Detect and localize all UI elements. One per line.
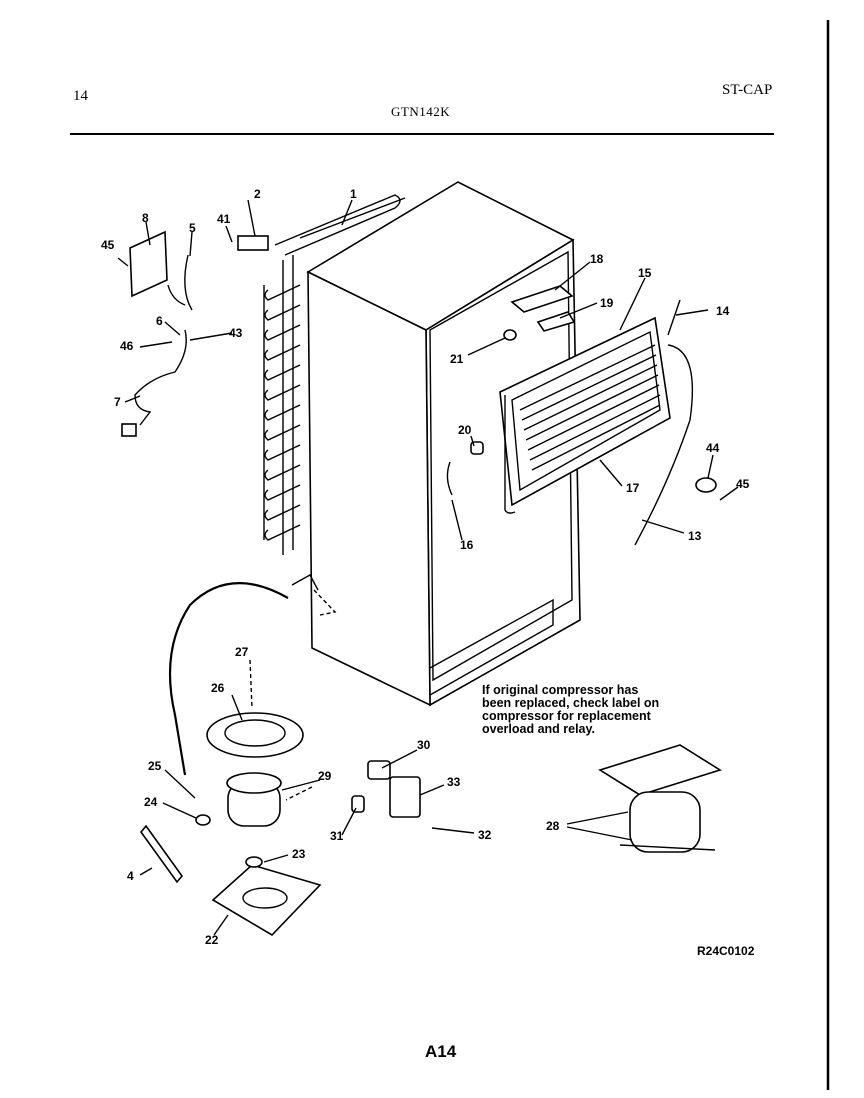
callout-46: 46 bbox=[120, 339, 134, 353]
callout-13: 13 bbox=[688, 529, 702, 543]
compressor-illustration bbox=[139, 712, 722, 937]
callout-2: 2 bbox=[254, 187, 261, 201]
diagram-id: R24C0102 bbox=[697, 944, 755, 958]
callout-27: 27 bbox=[235, 645, 249, 659]
callout-28: 28 bbox=[546, 819, 560, 833]
callout-6: 6 bbox=[156, 314, 163, 328]
note-line: overload and relay. bbox=[482, 722, 596, 736]
callout-44: 44 bbox=[706, 441, 720, 455]
note-line: If original compressor has bbox=[482, 683, 639, 697]
callout-43: 43 bbox=[229, 326, 243, 340]
callout-19: 19 bbox=[600, 296, 614, 310]
callout-32: 32 bbox=[478, 828, 492, 842]
section-code: ST-CAP bbox=[722, 82, 773, 98]
page-number: 14 bbox=[73, 88, 88, 104]
note-line: compressor for replacement bbox=[482, 709, 651, 723]
callout-29: 29 bbox=[318, 769, 332, 783]
callout-33: 33 bbox=[447, 775, 461, 789]
callout-22: 22 bbox=[205, 933, 219, 947]
callout-14: 14 bbox=[716, 304, 730, 318]
cabinet-illustration bbox=[168, 181, 581, 776]
model-number: GTN142K bbox=[391, 104, 451, 119]
callout-30: 30 bbox=[417, 738, 431, 752]
leader-lines bbox=[117, 199, 739, 936]
header-rule bbox=[70, 133, 774, 135]
evaporator-illustration bbox=[499, 299, 694, 546]
callout-45-top: 45 bbox=[101, 238, 115, 252]
callout-45-right: 45 bbox=[736, 477, 750, 491]
callout-23: 23 bbox=[292, 847, 306, 861]
callout-25: 25 bbox=[148, 759, 162, 773]
callout-15: 15 bbox=[638, 266, 652, 280]
callout-7: 7 bbox=[114, 395, 121, 409]
callout-numbers: 1 2 4 5 6 7 8 13 14 15 16 17 18 19 20 21… bbox=[101, 187, 750, 947]
callout-16: 16 bbox=[460, 538, 474, 552]
callout-8: 8 bbox=[142, 211, 149, 225]
callout-26: 26 bbox=[211, 681, 225, 695]
callout-17: 17 bbox=[626, 481, 640, 495]
note-line: been replaced, check label on bbox=[482, 696, 660, 710]
footer-code: A14 bbox=[425, 1042, 457, 1061]
callout-31: 31 bbox=[330, 829, 344, 843]
callout-41: 41 bbox=[217, 212, 231, 226]
callout-4: 4 bbox=[127, 869, 134, 883]
callout-21: 21 bbox=[450, 352, 464, 366]
callout-1: 1 bbox=[350, 187, 357, 201]
callout-5: 5 bbox=[189, 221, 196, 235]
replacement-note: If original compressor has been replaced… bbox=[482, 684, 712, 736]
callout-18: 18 bbox=[590, 252, 604, 266]
callout-24: 24 bbox=[144, 795, 158, 809]
small-parts-illustration bbox=[121, 230, 717, 496]
callout-20: 20 bbox=[458, 423, 472, 437]
